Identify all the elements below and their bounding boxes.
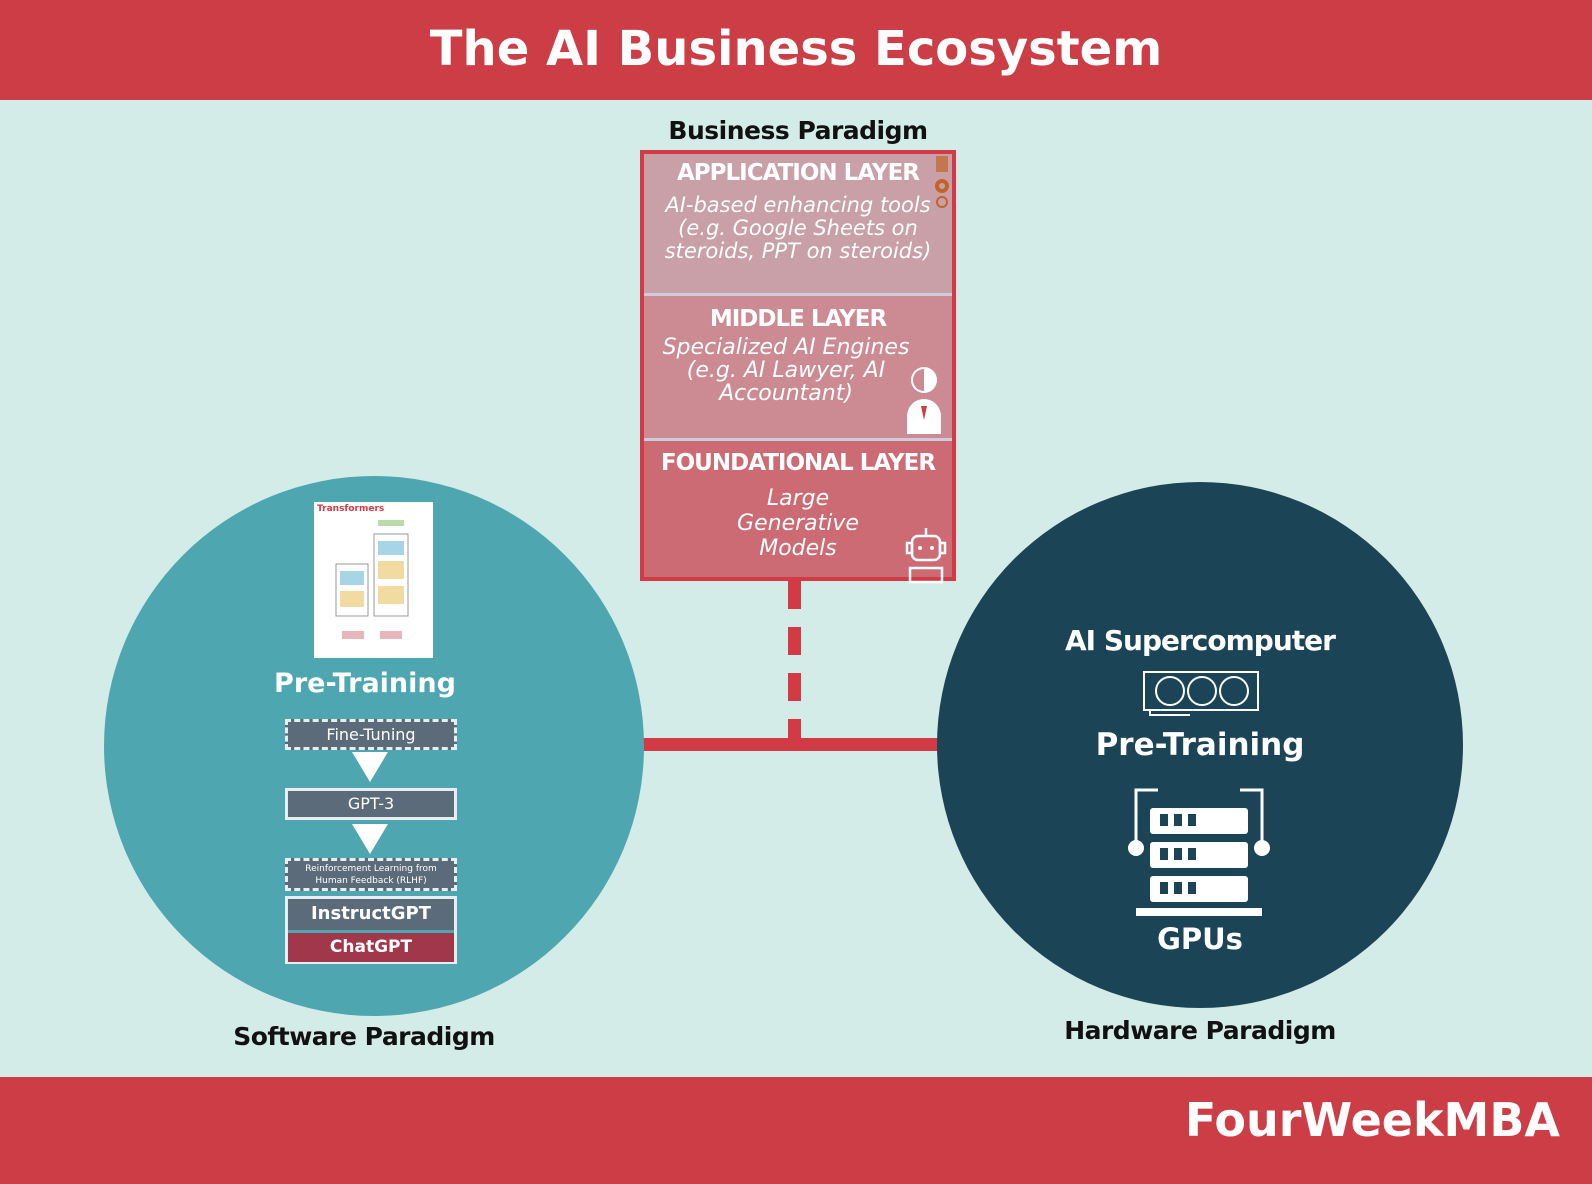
instructgpt-label: InstructGPT: [288, 899, 454, 933]
lawyer-icon: [907, 367, 941, 434]
business-layers-box: APPLICATION LAYER AI-based enhancing too…: [640, 150, 956, 584]
page-title: The AI Business Ecosystem: [429, 21, 1163, 77]
brand-logo: FourWeekMBA: [1184, 1093, 1560, 1147]
layer-desc: AI-based enhancing tools (e.g. Google Sh…: [664, 193, 932, 263]
pretraining-label: Pre-Training: [274, 668, 456, 699]
transformer-diagram: Transformers: [314, 502, 433, 658]
server-rack-icon: [1128, 788, 1270, 916]
hardware-pretraining-label: Pre-Training: [1095, 727, 1305, 763]
gpt3-step: GPT-3: [285, 788, 457, 820]
transformer-title: Transformers: [317, 504, 385, 514]
transformer-architecture-icon: [335, 520, 409, 639]
application-layer: APPLICATION LAYER AI-based enhancing too…: [644, 154, 952, 296]
dashed-connector: [788, 581, 801, 741]
gpt-models-box: InstructGPT ChatGPT: [285, 896, 457, 964]
chatgpt-label: ChatGPT: [288, 933, 454, 962]
gpu-card-icon: [1143, 671, 1259, 716]
footer-banner: FourWeekMBA: [0, 1077, 1592, 1184]
robot-icon: [905, 528, 947, 584]
hardware-circle: [937, 482, 1463, 1008]
software-paradigm-label: Software Paradigm: [233, 1022, 495, 1051]
supercomputer-label: AI Supercomputer: [1065, 624, 1336, 657]
title-banner: The AI Business Ecosystem: [0, 0, 1592, 100]
middle-layer: MIDDLE LAYER Specialized AI Engines (e.g…: [644, 296, 952, 441]
layer-title: APPLICATION LAYER: [676, 160, 920, 186]
gear-phone-icon: [935, 156, 949, 208]
layer-desc: Specialized AI Engines (e.g. AI Lawyer, …: [662, 335, 910, 406]
business-paradigm-label: Business Paradigm: [668, 116, 928, 145]
horizontal-connector: [640, 738, 940, 751]
layer-title: FOUNDATIONAL LAYER: [660, 450, 936, 476]
arrow-down-icon: [352, 752, 388, 782]
layer-title: MIDDLE LAYER: [709, 306, 887, 332]
foundational-layer: FOUNDATIONAL LAYER Large Generative Mode…: [644, 444, 952, 584]
rlhf-step: Reinforcement Learning from Human Feedba…: [285, 858, 457, 891]
fine-tuning-step: Fine-Tuning: [285, 719, 457, 750]
hardware-paradigm-label: Hardware Paradigm: [1064, 1016, 1336, 1045]
gpus-label: GPUs: [1157, 922, 1243, 956]
layer-desc: Large Generative Models: [737, 486, 859, 561]
arrow-down-icon: [352, 824, 388, 854]
